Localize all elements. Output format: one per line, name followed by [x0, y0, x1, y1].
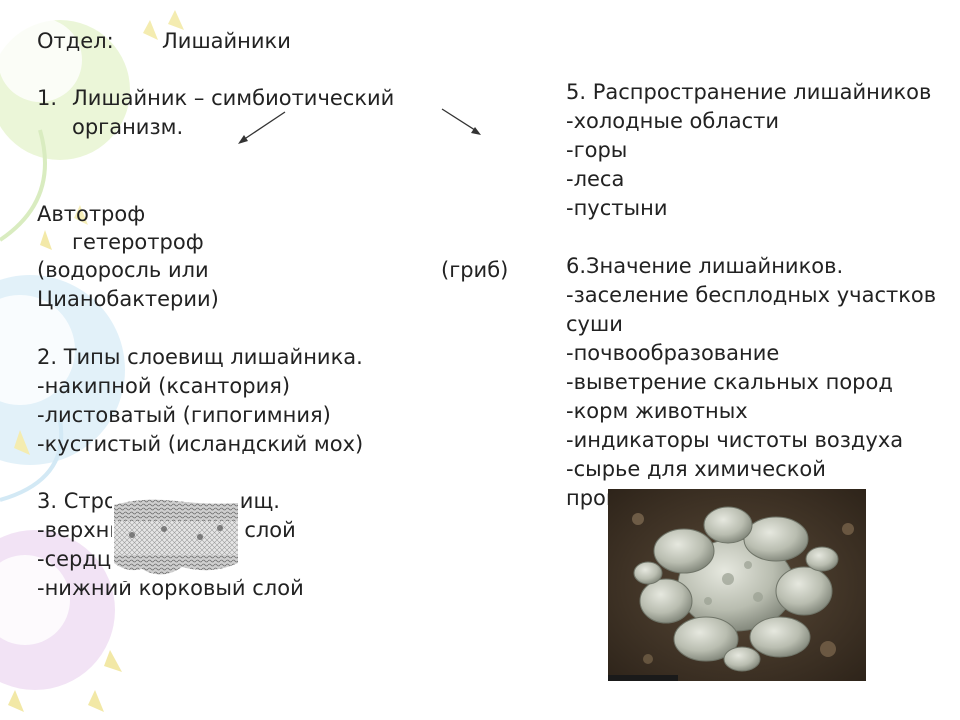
lichen-photo — [608, 489, 866, 681]
list-item: -пустыни — [566, 196, 668, 220]
section1-line2: организм. — [72, 115, 184, 139]
list-item: -горы — [566, 138, 628, 162]
list-item: -индикаторы чистоты воздуха — [566, 428, 904, 452]
list-item: -кустистый (исландский мох) — [37, 432, 364, 456]
list-item: -листоватый (гипогимния) — [37, 403, 331, 427]
section1-line1: Лишайник – симбиотический — [72, 86, 395, 110]
list-item: -почвообразование — [566, 341, 780, 365]
list-item: -выветрение скальных пород — [566, 370, 893, 394]
arrow-left-icon — [238, 111, 286, 144]
section2-title: 2. Типы слоевищ лишайника. — [37, 345, 363, 369]
fungus-label: (гриб) — [441, 258, 509, 282]
autotroph-label: Автотроф — [37, 202, 146, 226]
thallus-section-image — [112, 495, 240, 581]
list-item: -сырье для химической — [566, 457, 826, 481]
list-item: суши — [566, 312, 623, 336]
cyanobacteria-label: Цианобактерии) — [37, 287, 219, 311]
algae-label: (водоросль или — [37, 258, 209, 282]
division-label: Отдел: — [37, 29, 114, 53]
list-item: -корм животных — [566, 399, 748, 423]
heterotroph-label: гетеротроф — [72, 230, 204, 254]
arrow-right-icon — [441, 108, 481, 135]
section1-number: 1. — [37, 86, 58, 110]
list-item: -холодные области — [566, 109, 780, 133]
list-item: -заселение бесплодных участков — [566, 283, 937, 307]
division-value: Лишайники — [162, 29, 291, 53]
section5-title: 5. Распространение лишайников — [566, 80, 932, 104]
list-item: -леса — [566, 167, 625, 191]
list-item: -накипной (ксантория) — [37, 374, 291, 398]
section6-title: 6.Значение лишайников. — [566, 254, 844, 278]
